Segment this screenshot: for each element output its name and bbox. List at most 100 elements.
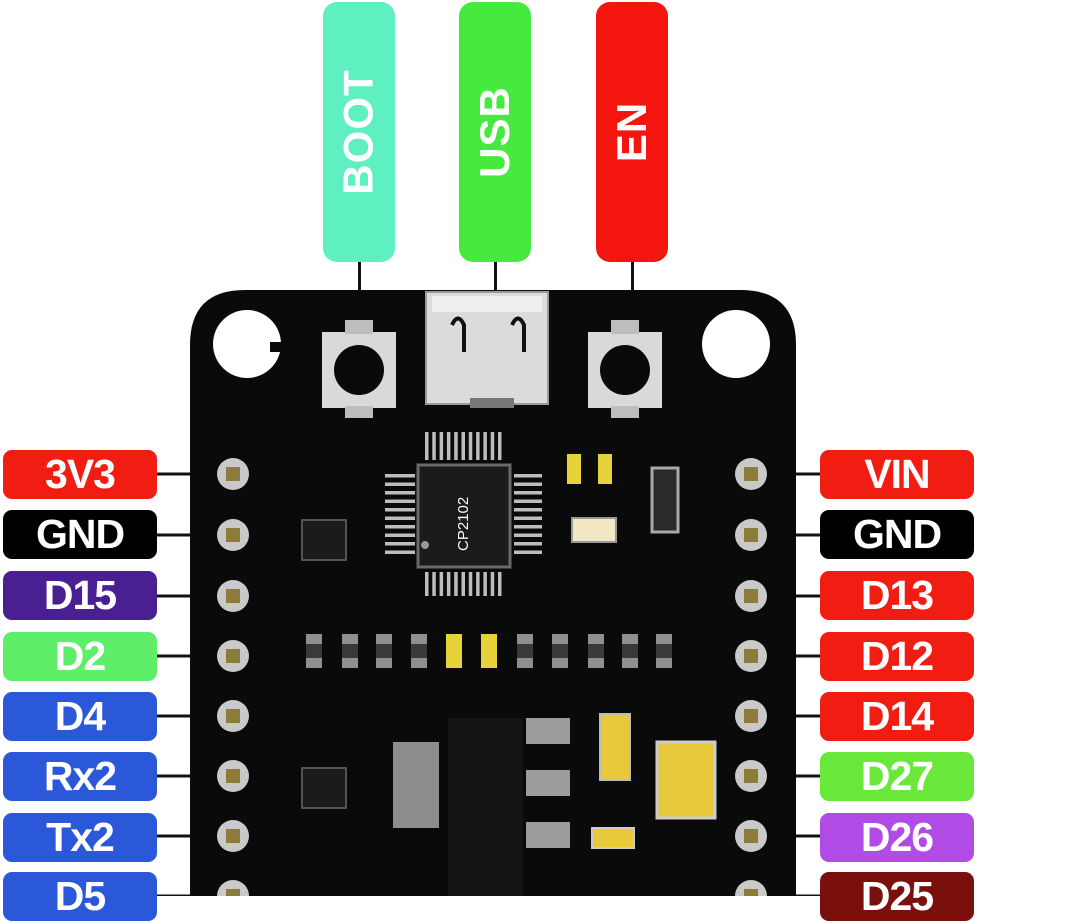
pin-line: [796, 894, 820, 896]
chip-pin: [514, 525, 542, 529]
chip-pin: [514, 508, 542, 512]
pin-line: [796, 714, 820, 718]
pin-label-d2: D2: [3, 632, 157, 681]
chip-pin: [514, 499, 542, 503]
en-label: EN: [596, 2, 668, 262]
pin-line: [796, 834, 820, 838]
pin-label-d27: D27: [820, 752, 974, 801]
pin-label-d15: D15: [3, 571, 157, 620]
pin-pad-center: [744, 467, 758, 481]
pin-pad: [217, 880, 249, 896]
chip-pin: [498, 432, 502, 460]
chip-pin: [514, 533, 542, 537]
pin-pad: [735, 880, 767, 896]
chip-pin: [385, 516, 415, 520]
chip-pin: [385, 533, 415, 537]
chip-pin: [514, 516, 542, 520]
pin-line: [157, 533, 190, 537]
chip-pin: [514, 491, 542, 495]
pin-pad-center: [226, 769, 240, 783]
chip-pin: [385, 525, 415, 529]
pin-pad-center: [744, 528, 758, 542]
chip-pin: [432, 432, 436, 460]
chip-pin: [514, 542, 542, 546]
capacitor: [567, 454, 581, 484]
pin-pad-center: [744, 769, 758, 783]
chip-pin: [490, 432, 495, 460]
cp2102-chip-icon: [416, 463, 512, 569]
pin-lines: [157, 472, 820, 896]
chip-pin: [385, 482, 415, 486]
pin-pad-center: [226, 829, 240, 843]
chip-pin: [439, 432, 444, 460]
pin-pad-center: [744, 889, 758, 896]
pin-pad-center: [226, 467, 240, 481]
smd-component-body: [622, 644, 638, 658]
resistor: [650, 466, 680, 534]
tantalum-capacitor: [655, 740, 717, 820]
led: [571, 517, 617, 543]
chip-pin: [446, 432, 451, 460]
chip-pin: [483, 572, 487, 596]
tantalum-capacitor: [599, 713, 631, 781]
chip-pin: [483, 432, 487, 460]
chip-pin: [498, 572, 502, 596]
smd-component-body: [552, 644, 568, 658]
pin-line: [796, 774, 820, 778]
smd-row: [306, 634, 672, 668]
pin-line: [157, 472, 190, 476]
pin-pad-center: [226, 589, 240, 603]
chip-pin: [476, 572, 480, 596]
pin-label-d5: D5: [3, 872, 157, 921]
chip-pins: [385, 432, 542, 596]
chip-pin: [476, 432, 480, 460]
pin-pads: [217, 458, 767, 896]
pin-line: [157, 594, 190, 598]
pin-line: [157, 834, 190, 838]
chip-pin: [446, 572, 451, 596]
usb-label: USB: [459, 2, 531, 262]
chip-pin: [514, 474, 542, 478]
boot-label-text: BOOT: [335, 69, 383, 195]
chip-pin: [385, 474, 415, 478]
capacitor: [591, 827, 635, 849]
pin-line: [796, 594, 820, 598]
pin-line: [157, 774, 190, 778]
chip-pin: [385, 550, 415, 554]
chip-pin: [425, 572, 429, 596]
pin-line: [796, 654, 820, 658]
pin-line: [157, 654, 190, 658]
pin-label-gnd-left: GND: [3, 510, 157, 559]
regulator-tab: [393, 742, 439, 828]
pin-pad-center: [226, 528, 240, 542]
pin-line: [796, 472, 820, 476]
pin-pad-center: [226, 709, 240, 723]
chip-pin: [454, 572, 458, 596]
pin-label-3v3: 3V3: [3, 450, 157, 499]
chip-pin: [385, 491, 415, 495]
pin-label-vin: VIN: [820, 450, 974, 499]
pin-label-d25: D25: [820, 872, 974, 921]
pin-label-tx2: Tx2: [3, 813, 157, 862]
voltage-regulator: [448, 718, 523, 896]
board-svg: CP2102: [157, 262, 820, 896]
transistor: [301, 767, 347, 809]
smd-component-body: [588, 644, 604, 658]
pin-pad-center: [744, 709, 758, 723]
chip-pin: [385, 508, 415, 512]
pin-label-d26: D26: [820, 813, 974, 862]
chip-pin: [454, 432, 458, 460]
chip-pin: [490, 572, 495, 596]
pinout-diagram: CP2102 BOOT USB EN 3V3 GND D15 D2 D4 Rx2…: [3, 2, 974, 921]
pin-pad-center: [744, 649, 758, 663]
chip-pin: [461, 572, 465, 596]
pin-label-d12: D12: [820, 632, 974, 681]
mounting-hole-right: [702, 310, 770, 378]
pin-pad-center: [226, 889, 240, 896]
smd-component-body: [376, 644, 392, 658]
en-button-icon: [588, 320, 662, 418]
pin-line: [796, 533, 820, 537]
chip-pin: [439, 572, 444, 596]
smd-component: [481, 634, 497, 668]
chip-pin: [468, 432, 473, 460]
